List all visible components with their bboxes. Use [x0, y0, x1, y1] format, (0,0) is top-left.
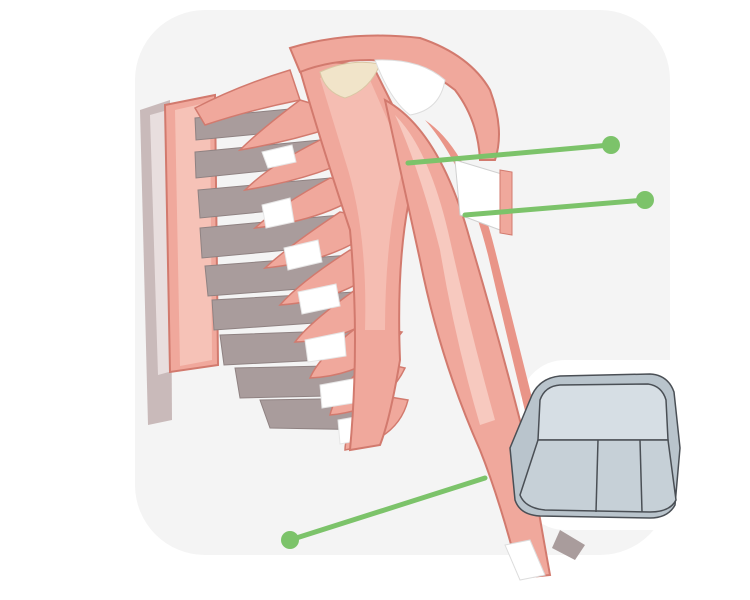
label-dot-1[interactable]	[602, 136, 620, 154]
forearm-bone	[552, 530, 585, 560]
label-line-1	[405, 142, 613, 166]
label-dot-2[interactable]	[636, 191, 654, 209]
keyboard-key-icon	[509, 373, 681, 519]
upper-arm-muscle	[383, 98, 552, 581]
label-line-3	[287, 475, 488, 543]
pectoral-region	[298, 61, 422, 452]
label-dots[interactable]	[281, 136, 654, 549]
shoulder-clavicle	[193, 34, 500, 161]
label-line-2	[462, 197, 648, 218]
label-dot-3[interactable]	[281, 531, 299, 549]
label-lines	[287, 142, 648, 543]
